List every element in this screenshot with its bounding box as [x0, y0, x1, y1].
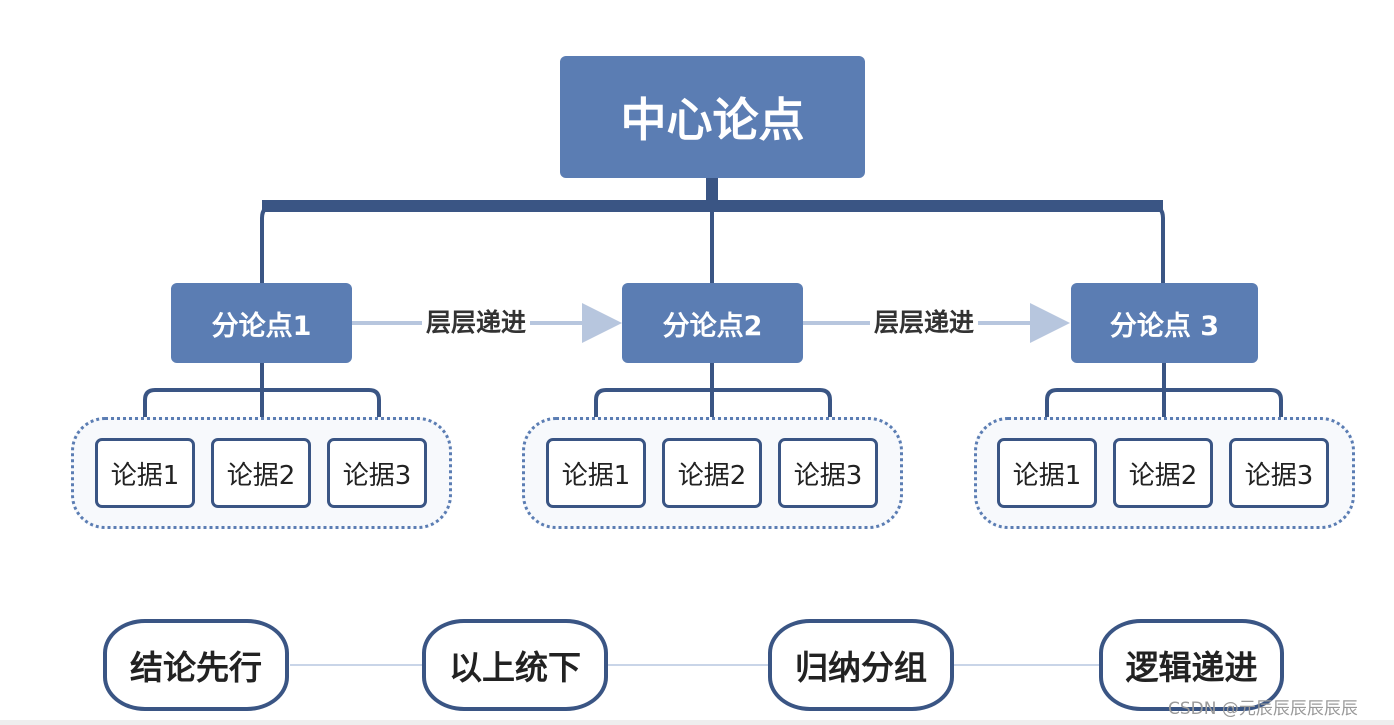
bottom-divider — [0, 720, 1394, 725]
principle-conclusion-first: 结论先行 — [103, 619, 289, 711]
sub-point-2: 分论点2 — [622, 283, 803, 363]
evidence-box: 论据1 — [95, 438, 195, 508]
evidence-box: 论据1 — [546, 438, 646, 508]
central-argument-box: 中心论点 — [560, 56, 865, 178]
evidence-box: 论据3 — [1229, 438, 1329, 508]
principle-grouping: 归纳分组 — [768, 619, 954, 711]
evidence-box: 论据3 — [778, 438, 878, 508]
evidence-box: 论据2 — [1113, 438, 1213, 508]
evidence-box: 论据2 — [662, 438, 762, 508]
progression-label-2: 层层递进 — [870, 308, 979, 338]
watermark: CSDN @元辰辰辰辰辰辰 — [1168, 699, 1358, 719]
progression-label-1: 层层递进 — [422, 308, 531, 338]
sub-point-3: 分论点 3 — [1071, 283, 1258, 363]
evidence-box: 论据2 — [211, 438, 311, 508]
principle-logical-progression: 逻辑递进 — [1099, 619, 1284, 711]
evidence-box: 论据1 — [997, 438, 1097, 508]
evidence-box: 论据3 — [327, 438, 427, 508]
sub-point-1: 分论点1 — [171, 283, 352, 363]
principle-top-down: 以上统下 — [422, 619, 608, 711]
